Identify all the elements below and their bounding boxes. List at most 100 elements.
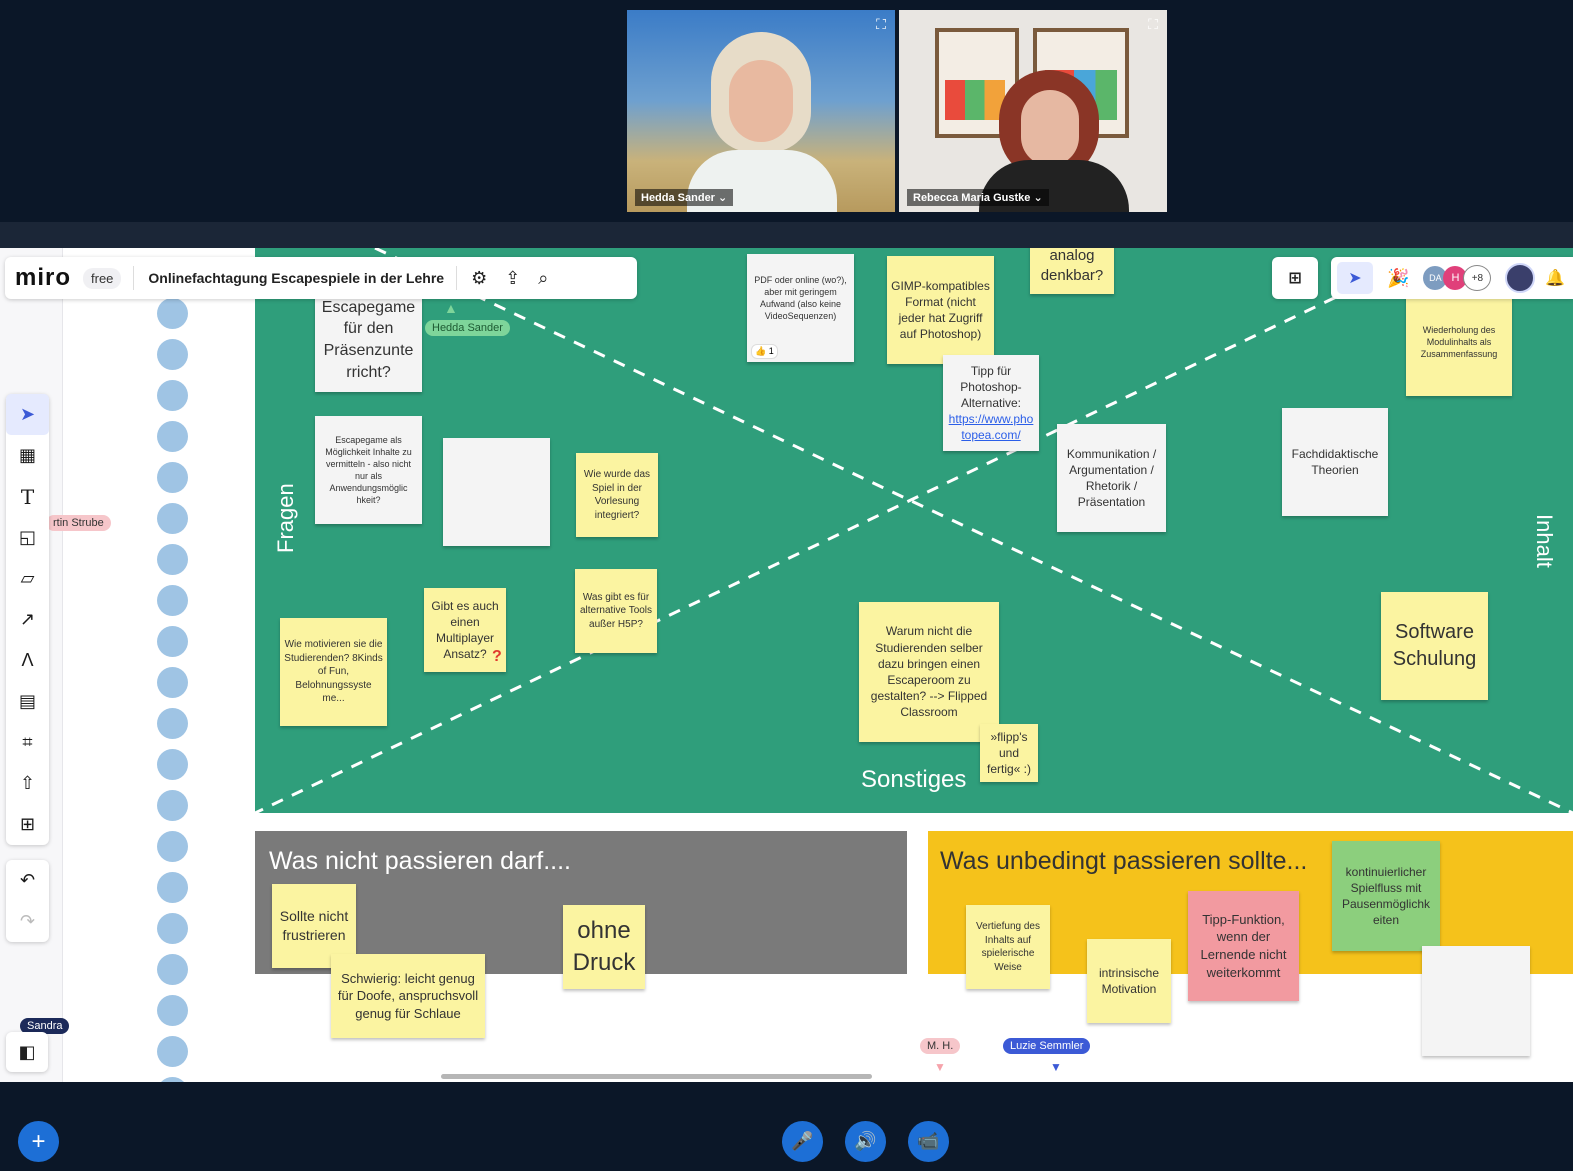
video-tile-rebecca[interactable]: ⛶ Rebecca Maria Gustke ⌄ [899,10,1167,212]
expand-icon[interactable]: ⛶ [1148,16,1158,32]
cursor-arrow-icon: ▲ [444,300,458,316]
sticky-note[interactable]: Fachdidaktische Theorien [1282,408,1388,516]
sticky-note[interactable]: Kommunikation / Argumentation / Rhetorik… [1057,424,1166,532]
sticky-note[interactable]: Wie wurde das Spiel in der Vorlesung int… [576,453,658,537]
cursor-arrow-icon: ▼ [1050,1060,1062,1074]
horizontal-scrollbar[interactable] [441,1074,872,1079]
cursor-label: Sandra [20,1018,70,1034]
cursor-label: Luzie Semmler [1003,1038,1091,1054]
more-apps-icon[interactable]: ⊞ [19,814,36,834]
cursor-label: M. H. [920,1038,961,1054]
speaker-button[interactable]: 🔊 [845,1121,886,1162]
frame-tool-icon[interactable]: ⌗ [22,732,33,752]
column-dot [157,872,188,903]
text-tool-icon[interactable]: T [20,484,35,509]
column-dot [157,298,188,329]
sticky-note[interactable]: intrinsische Motivation [1087,939,1171,1023]
left-toolbar: ➤ ▦ T ◱ ▱ ↗ Λ ▤ ⌗ ⇧ ⊞ [6,394,49,845]
redo-icon[interactable]: ↷ [19,911,36,931]
board-panel-toggle-icon[interactable]: ◧ [6,1032,48,1072]
sticky-note-link[interactable]: Tipp für Photoshop-Alternative: https://… [943,355,1039,451]
microphone-button[interactable]: 🎤 [782,1121,823,1162]
apps-button-wrap: ⊞ [1272,257,1318,299]
column-dot [157,708,188,739]
add-button[interactable]: + [18,1121,59,1162]
reactions-icon[interactable]: 🎉 [1387,267,1410,288]
sticky-note-empty[interactable] [443,438,550,546]
sticky-note[interactable]: Was gibt es für alternative Tools außer … [575,569,657,653]
user-avatar[interactable] [1505,263,1536,293]
sticky-note[interactable]: kontinuierlicher Spielfluss mit Pausenmö… [1332,841,1440,951]
select-tool-icon[interactable]: ➤ [6,394,49,435]
undo-icon[interactable]: ↶ [19,870,36,890]
templates-icon[interactable]: ▦ [18,445,36,465]
sticky-note[interactable]: »flipp's und fertig« :) [980,724,1038,782]
plan-badge[interactable]: free [83,267,122,289]
column-dot [157,749,188,780]
column-dot [157,913,188,944]
sticky-note[interactable]: Wiederholung des Modulinhalts als Zusamm… [1406,288,1512,396]
column-dot [157,544,188,575]
sticky-note[interactable]: Tipp-Funktion, wenn der Lernende nicht w… [1188,891,1299,1001]
column-dot [157,585,188,616]
miro-board[interactable]: Fragen Inhalt Sonstiges Was nicht passie… [0,248,1573,1082]
sticky-note-empty[interactable] [1422,946,1530,1056]
board-title[interactable]: Onlinefachtagung Escapespiele in der Leh… [148,270,445,286]
settings-icon[interactable]: ⚙ [471,267,488,288]
column-dot [157,503,188,534]
dot-column [150,248,194,1082]
column-dot [157,462,188,493]
divider [456,266,458,290]
shape-tool-icon[interactable]: ▱ [20,568,35,588]
sticky-note[interactable]: Escapegame für den Präsenzunte rricht? [315,288,422,392]
search-icon[interactable]: ⌕ [538,267,549,288]
column-dot [157,421,188,452]
sticky-note[interactable]: Schwierig: leicht genug für Doofe, anspr… [331,954,485,1038]
column-dot [157,339,188,370]
cursor-visibility-icon[interactable]: ➤ [1337,262,1373,294]
column-dot [157,995,188,1026]
participant-face [1021,90,1079,166]
apps-icon[interactable]: ⊞ [1288,270,1302,287]
arrow-line-tool-icon[interactable]: ↗ [19,609,36,629]
reaction-badge[interactable]: 👍 1 [751,344,778,359]
video-tile-hedda[interactable]: ⛶ Hedda Sander ⌄ [627,10,895,212]
column-dot [157,1077,188,1082]
comment-tool-icon[interactable]: ▤ [18,691,36,711]
cursor-label: Hedda Sander [425,320,510,336]
diagonal-lines [255,248,1573,813]
sticky-note[interactable]: Software Schulung [1381,592,1488,700]
undo-redo-toolbar: ↶ ↷ [6,860,49,942]
sticky-note-tool-icon[interactable]: ◱ [18,527,36,547]
share-upload-icon[interactable]: ⇪ [505,267,521,288]
photopea-link[interactable]: https://www.photopea.com/ [948,412,1034,443]
section-label-fragen: Fragen [273,483,298,553]
sticky-note[interactable]: Warum nicht die Studierenden selber dazu… [859,602,999,742]
column-dot [157,380,188,411]
poster-art [945,80,1005,120]
sticky-note[interactable]: Wie motivieren sie die Studierenden? 8Ki… [280,618,387,726]
sticky-note[interactable]: Vertiefung des Inhalts auf spielerische … [966,905,1050,989]
sticky-note[interactable]: analog denkbar? [1030,248,1114,294]
column-dot [157,1036,188,1067]
cursor-label: rtin Strube [46,515,111,531]
expand-icon[interactable]: ⛶ [876,16,886,32]
column-dot [157,954,188,985]
camera-button[interactable]: 📹 [908,1121,949,1162]
sticky-note[interactable]: PDF oder online (wo?), aber mit geringem… [747,254,854,362]
divider [133,266,135,290]
pen-tool-icon[interactable]: Λ [21,650,34,670]
miro-logo[interactable]: miro [15,264,72,291]
column-dot [157,626,188,657]
heading-must-happen: Was unbedingt passieren sollte... [940,847,1308,875]
sticky-note[interactable]: Gibt es auch einen Multiplayer Ansatz? [424,588,506,672]
participant-name: Hedda Sander ⌄ [635,189,734,206]
sticky-note[interactable]: ohne Druck [563,905,645,989]
sticky-note[interactable]: Escapegame als Möglichkeit Inhalte zu ve… [315,416,422,524]
separator-band [0,222,1573,248]
sticky-note[interactable]: GIMP-kompatibles Format (nicht jeder hat… [887,256,994,364]
collaborator-count[interactable]: +8 [1463,265,1492,291]
upload-tool-icon[interactable]: ⇧ [19,773,36,793]
board-topbar: miro free Onlinefachtagung Escapespiele … [5,257,637,299]
notification-bell-icon[interactable]: 🔔 [1545,270,1566,287]
